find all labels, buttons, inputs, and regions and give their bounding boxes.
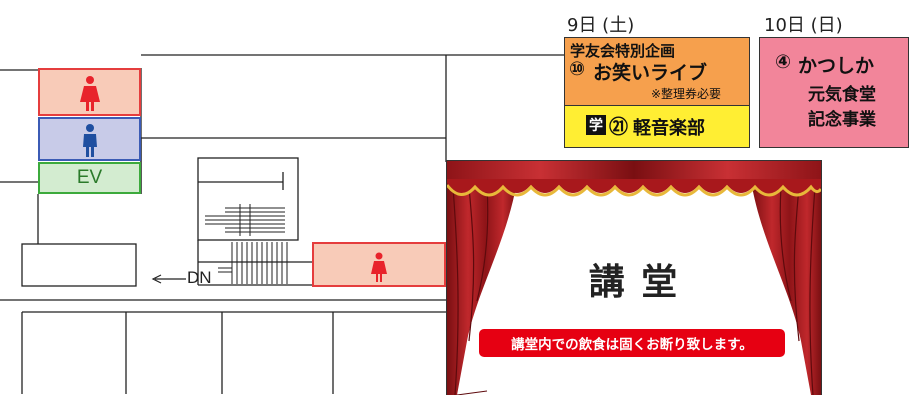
restroom-male-left[interactable] [38, 117, 141, 161]
elevator-label: EV [76, 167, 103, 188]
event-comedy-number: ⑩ [569, 58, 586, 80]
auditorium-title: 講 堂 [588, 262, 680, 303]
event-comedy-title: お笑いライブ [593, 62, 708, 84]
event-music-number: ㉑ [609, 116, 629, 138]
restroom-female-left[interactable] [38, 68, 141, 116]
no-food-notice-text: 講堂内での飲食は固くお断り致します。 [511, 337, 753, 353]
event-light-music[interactable]: 学 ㉑ 軽音楽部 [564, 106, 750, 148]
event-music-title: 軽音楽部 [633, 118, 705, 139]
event-katsushika-dining[interactable]: ④ かつしか 元気食堂 記念事業 [759, 37, 909, 148]
down-stairs-label: DN [187, 268, 212, 287]
event-dining-number: ④ [775, 51, 792, 73]
event-comedy-live[interactable]: 学友会特別企画 ⑩ お笑いライブ ※整理券必要 [564, 37, 750, 106]
day-label-sunday: 10日 (日) [764, 15, 843, 36]
event-dining-line3: 記念事業 [808, 110, 876, 130]
event-dining-line1: かつしか [798, 55, 875, 77]
event-comedy-note: ※整理券必要 [651, 87, 722, 101]
dn-arrow-icon [151, 274, 186, 284]
stage-curtain-graphic [447, 161, 821, 395]
event-dining-line2: 元気食堂 [808, 85, 876, 105]
no-food-notice: 講堂内での飲食は固くお断り致します。 [479, 329, 785, 357]
auditorium[interactable]: 講 堂 講堂内での飲食は固くお断り致します。 [446, 160, 822, 395]
day-label-saturday: 9日 (土) [567, 15, 635, 36]
elevator-box[interactable]: EV [38, 162, 141, 194]
restroom-female-hall[interactable] [312, 242, 446, 287]
male-restroom-icon [83, 124, 97, 157]
female-restroom-icon [371, 252, 387, 282]
event-music-badge: 学 [586, 115, 606, 135]
event-comedy-subtitle: 学友会特別企画 [570, 42, 676, 60]
female-restroom-icon [80, 76, 100, 111]
